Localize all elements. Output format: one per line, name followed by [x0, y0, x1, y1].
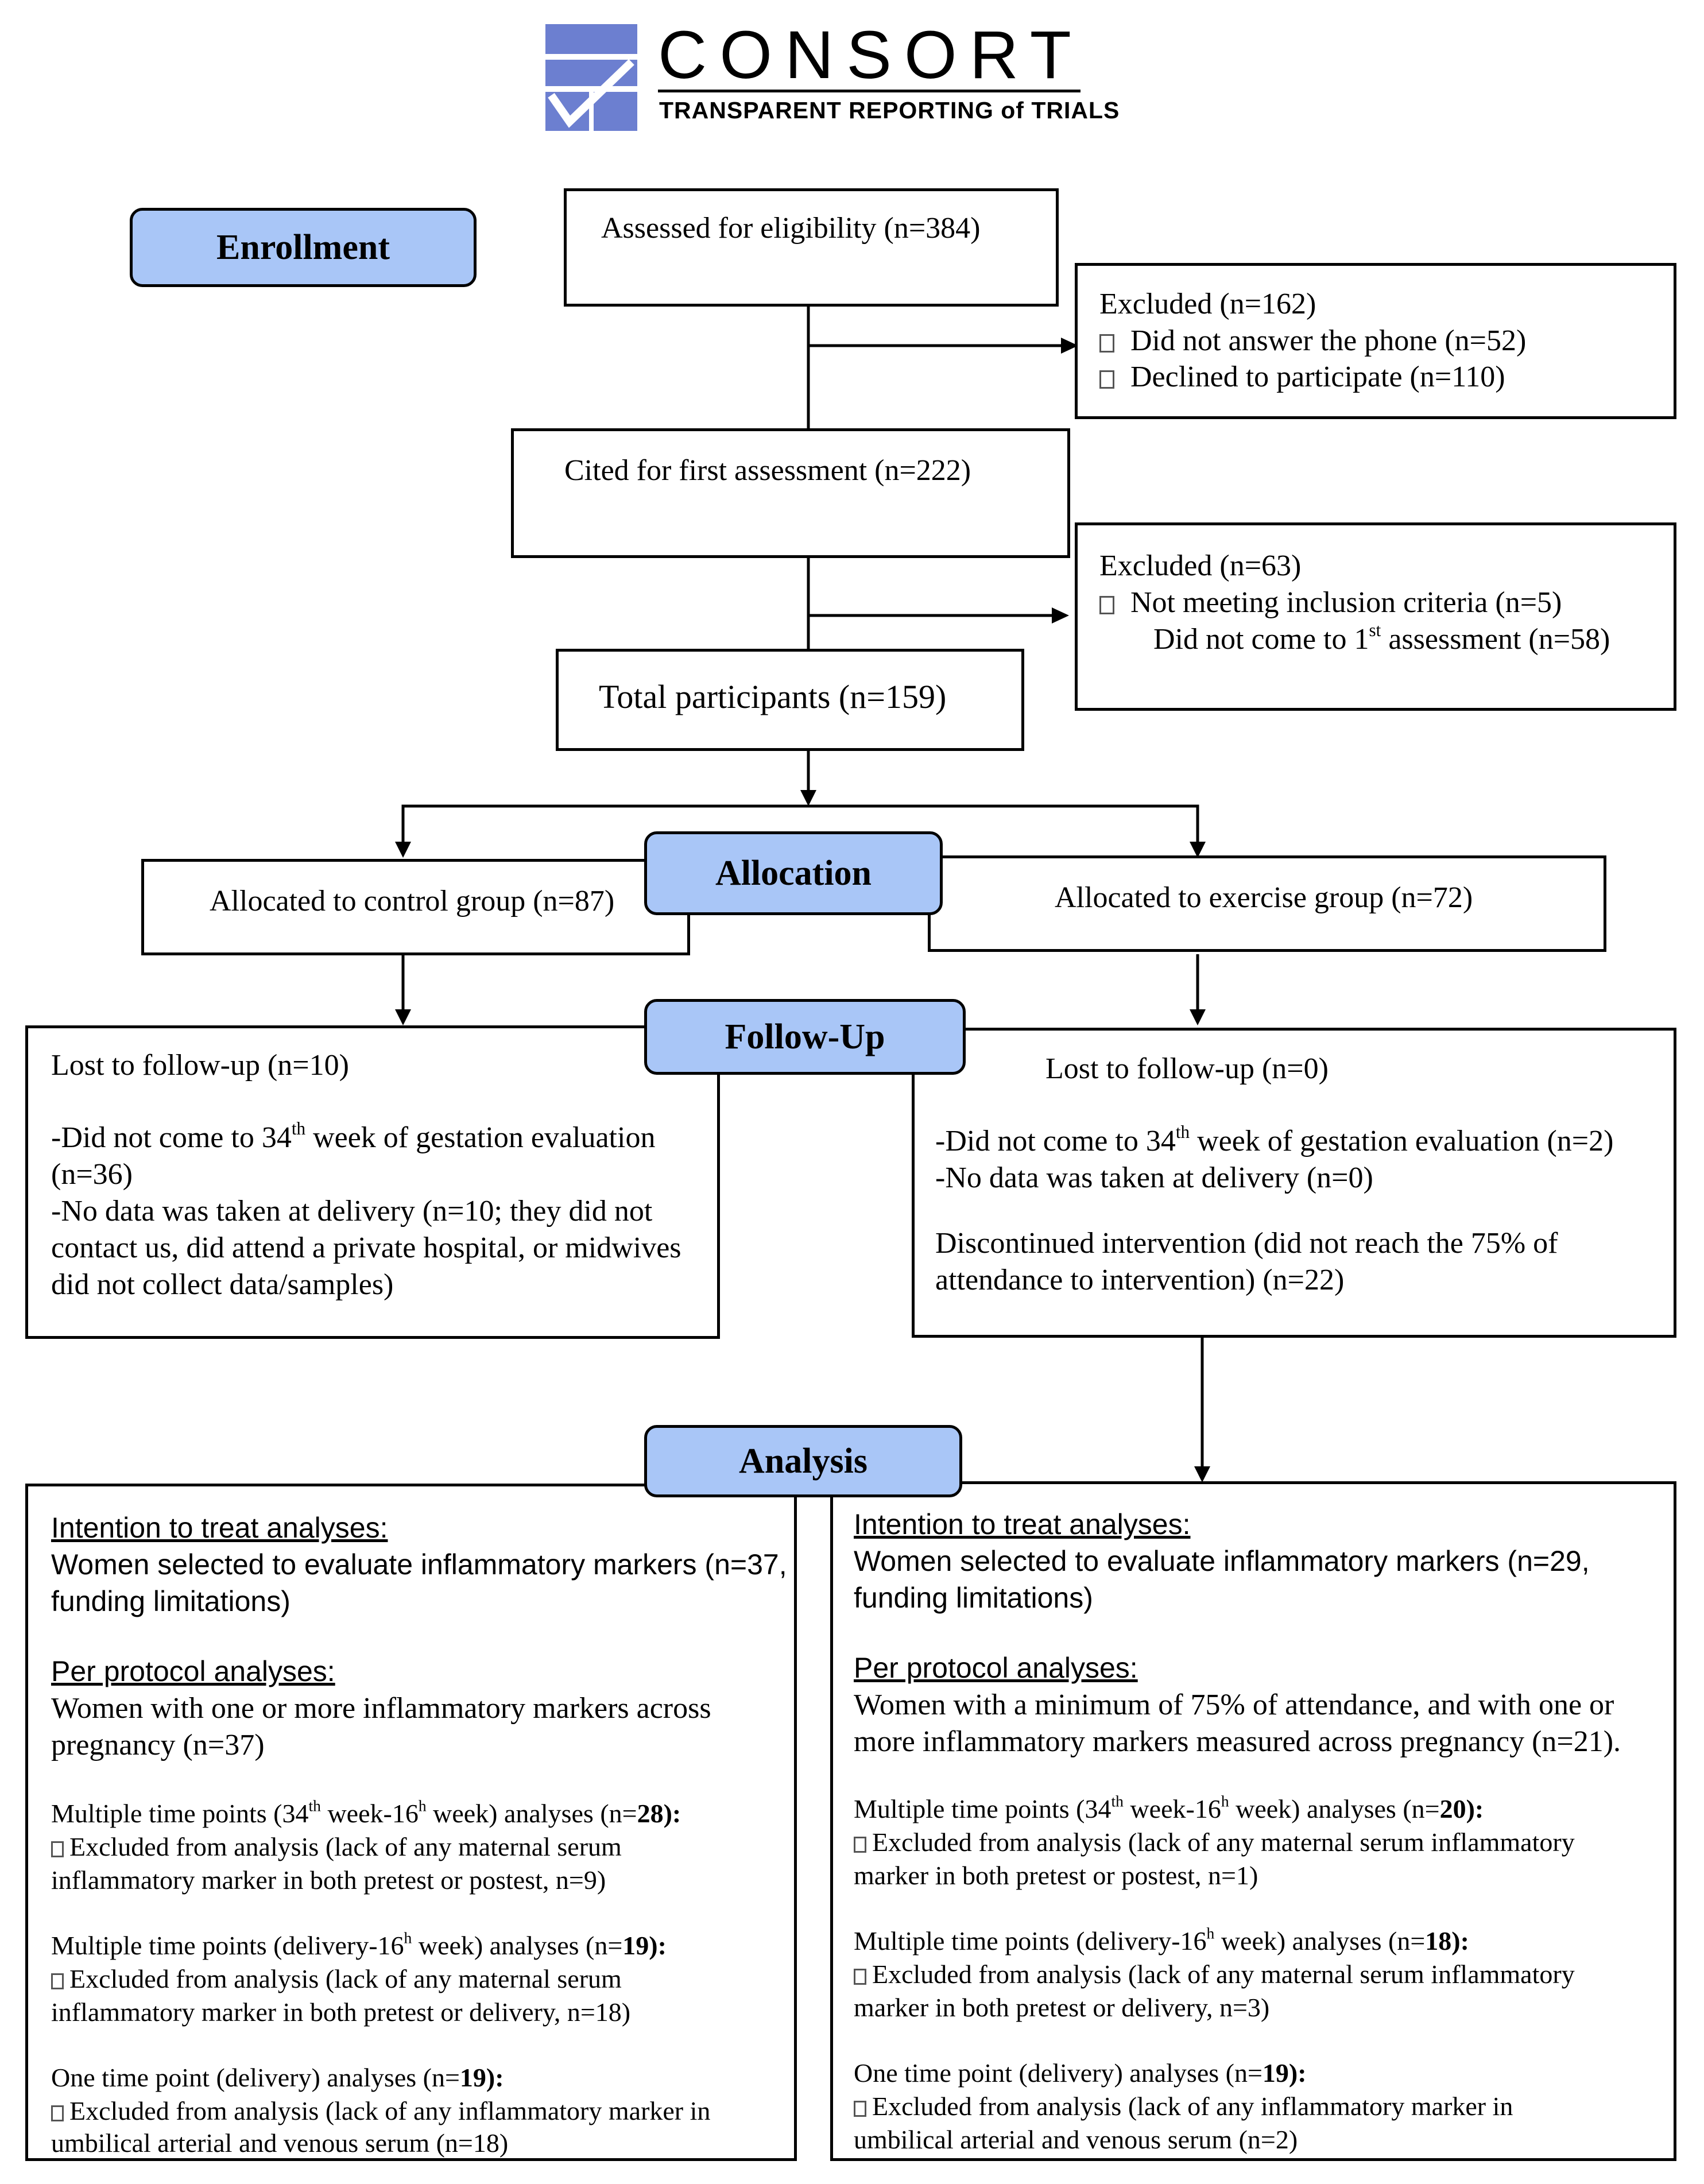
- assessed-text: Assessed for eligibility (n=384): [601, 212, 981, 245]
- exercise-m1-ex1: Excluded from analysis (lack of any mate…: [854, 1826, 1575, 1858]
- arrowhead-total-down: [800, 790, 816, 806]
- checkbox-icon: [854, 1837, 866, 1853]
- arrowhead-excluded1: [1061, 338, 1078, 354]
- arrowhead-control-alloc: [395, 842, 411, 858]
- control-pp-line1: Women with one or more inflammatory mark…: [51, 1692, 711, 1725]
- excluded2-box: Excluded (n=63) Not meeting inclusion cr…: [1075, 522, 1676, 711]
- exercise-alloc-box: Allocated to exercise group (n=72): [928, 855, 1606, 952]
- exercise-m1-ex2: marker in both pretest or postest, n=1): [854, 1861, 1258, 1890]
- logo-title: CONSORT: [658, 17, 1084, 93]
- logo-rule: [658, 90, 1081, 92]
- consort-logo-mark: [545, 24, 637, 131]
- exercise-itt-line2: funding limitations): [854, 1582, 1093, 1614]
- exercise-itt-heading: Intention to treat analyses:: [854, 1508, 1191, 1540]
- total-box: Total participants (n=159): [556, 649, 1024, 751]
- exercise-followup-box: Lost to follow-up (n=0) -Did not come to…: [912, 1028, 1676, 1338]
- checkbox-icon: [1099, 334, 1114, 353]
- split-line: [401, 804, 1199, 850]
- excluded1-box: Excluded (n=162) Did not answer the phon…: [1075, 263, 1676, 419]
- control-lost: Lost to follow-up (n=10): [51, 1049, 349, 1082]
- exercise-analysis-box: Intention to treat analyses: Women selec…: [830, 1481, 1676, 2161]
- control-m1-ex2: inflammatory marker in both pretest or p…: [51, 1865, 606, 1895]
- control-m2-ex1: Excluded from analysis (lack of any mate…: [51, 1963, 622, 1995]
- assessed-box: Assessed for eligibility (n=384): [564, 188, 1059, 307]
- logo-subtitle: TRANSPARENT REPORTING of TRIALS: [659, 97, 1120, 123]
- exercise-itt-line1: Women selected to evaluate inflammatory …: [854, 1545, 1590, 1577]
- arrowhead-control-followup: [395, 1009, 411, 1025]
- excluded1-item2: Declined to participate (n=110): [1099, 359, 1505, 395]
- phase-followup: Follow-Up: [644, 999, 966, 1075]
- checkbox-icon: [854, 2101, 866, 2117]
- control-analysis-box: Intention to treat analyses: Women selec…: [25, 1484, 797, 2161]
- control-m2-heading: Multiple time points (delivery-16h week)…: [51, 1929, 667, 1960]
- arrowhead-excluded2: [1052, 607, 1069, 624]
- arrowhead-exercise-followup: [1190, 1009, 1206, 1025]
- exercise-fu-line4: attendance to intervention) (n=22): [935, 1264, 1345, 1296]
- control-itt-heading: Intention to treat analyses:: [51, 1512, 388, 1544]
- exercise-o-ex1: Excluded from analysis (lack of any infl…: [854, 2090, 1513, 2122]
- exercise-pp-line1: Women with a minimum of 75% of attendanc…: [854, 1689, 1614, 1721]
- checkbox-icon: [1099, 596, 1114, 614]
- exercise-fu-line1: -Did not come to 34th week of gestation …: [935, 1122, 1614, 1157]
- control-m1-ex1: Excluded from analysis (lack of any mate…: [51, 1831, 622, 1862]
- exercise-m2-ex1: Excluded from analysis (lack of any mate…: [854, 1958, 1575, 1990]
- phase-enrollment: Enrollment: [130, 208, 477, 287]
- arrowhead-exercise-alloc: [1190, 842, 1206, 858]
- checkbox-icon: [854, 1969, 866, 1985]
- exercise-m2-ex2: marker in both pretest or delivery, n=3): [854, 1993, 1270, 2022]
- total-text: Total participants (n=159): [599, 678, 947, 715]
- exercise-o-ex2: umbilical arterial and venous serum (n=2…: [854, 2125, 1298, 2154]
- control-itt-line1: Women selected to evaluate inflammatory …: [51, 1548, 787, 1581]
- exercise-m2-heading: Multiple time points (delivery-16h week)…: [854, 1924, 1469, 1955]
- phase-allocation: Allocation: [644, 831, 943, 915]
- consort-logo: CONSORT TRANSPARENT REPORTING of TRIALS: [545, 18, 1119, 132]
- exercise-fu-line3: Discontinued intervention (did not reach…: [935, 1227, 1558, 1260]
- excluded2-item2: Did not come to 1st assessment (n=58): [1153, 620, 1610, 656]
- control-alloc-box: Allocated to control group (n=87): [141, 859, 690, 955]
- control-pp-line2: pregnancy (n=37): [51, 1729, 265, 1761]
- control-m2-ex2: inflammatory marker in both pretest or d…: [51, 1997, 631, 2027]
- control-fu-line2: (n=36): [51, 1158, 133, 1191]
- excluded2-title: Excluded (n=63): [1099, 549, 1302, 582]
- control-alloc-text: Allocated to control group (n=87): [210, 885, 615, 917]
- control-o-ex1: Excluded from analysis (lack of any infl…: [51, 2095, 710, 2127]
- checkbox-icon: [51, 1841, 64, 1857]
- control-o-heading: One time point (delivery) analyses (n=19…: [51, 2063, 504, 2092]
- control-fu-line1: -Did not come to 34th week of gestation …: [51, 1118, 656, 1154]
- exercise-alloc-text: Allocated to exercise group (n=72): [1055, 881, 1473, 914]
- control-fu-line4: contact us, did attend a private hospita…: [51, 1232, 681, 1264]
- arrowhead-exercise-analysis: [1194, 1466, 1210, 1482]
- control-itt-line2: funding limitations): [51, 1585, 291, 1617]
- excluded1-title: Excluded (n=162): [1099, 288, 1316, 320]
- exercise-pp-line2: more inflammatory markers measured acros…: [854, 1725, 1621, 1758]
- control-fu-line5: did not collect data/samples): [51, 1268, 394, 1301]
- exercise-fu-line2: -No data was taken at delivery (n=0): [935, 1161, 1373, 1194]
- phase-analysis: Analysis: [644, 1425, 962, 1497]
- exercise-m1-heading: Multiple time points (34th week-16h week…: [854, 1792, 1484, 1823]
- control-o-ex2: umbilical arterial and venous serum (n=1…: [51, 2128, 509, 2158]
- exercise-lost: Lost to follow-up (n=0): [1045, 1052, 1329, 1085]
- exercise-pp-heading: Per protocol analyses:: [854, 1652, 1138, 1684]
- excluded2-item1: Not meeting inclusion criteria (n=5): [1099, 585, 1562, 621]
- cited-text: Cited for first assessment (n=222): [564, 454, 971, 487]
- control-fu-line3: -No data was taken at delivery (n=10; th…: [51, 1195, 653, 1227]
- checkbox-icon: [51, 2105, 64, 2121]
- control-followup-box: Lost to follow-up (n=10) -Did not come t…: [25, 1025, 720, 1339]
- excluded1-item1: Did not answer the phone (n=52): [1099, 323, 1526, 359]
- checkbox-icon: [51, 1973, 64, 1989]
- control-pp-heading: Per protocol analyses:: [51, 1655, 335, 1687]
- exercise-o-heading: One time point (delivery) analyses (n=19…: [854, 2058, 1307, 2088]
- control-m1-heading: Multiple time points (34th week-16h week…: [51, 1796, 681, 1828]
- checkbox-icon: [1099, 370, 1114, 389]
- cited-box: Cited for first assessment (n=222): [511, 428, 1070, 558]
